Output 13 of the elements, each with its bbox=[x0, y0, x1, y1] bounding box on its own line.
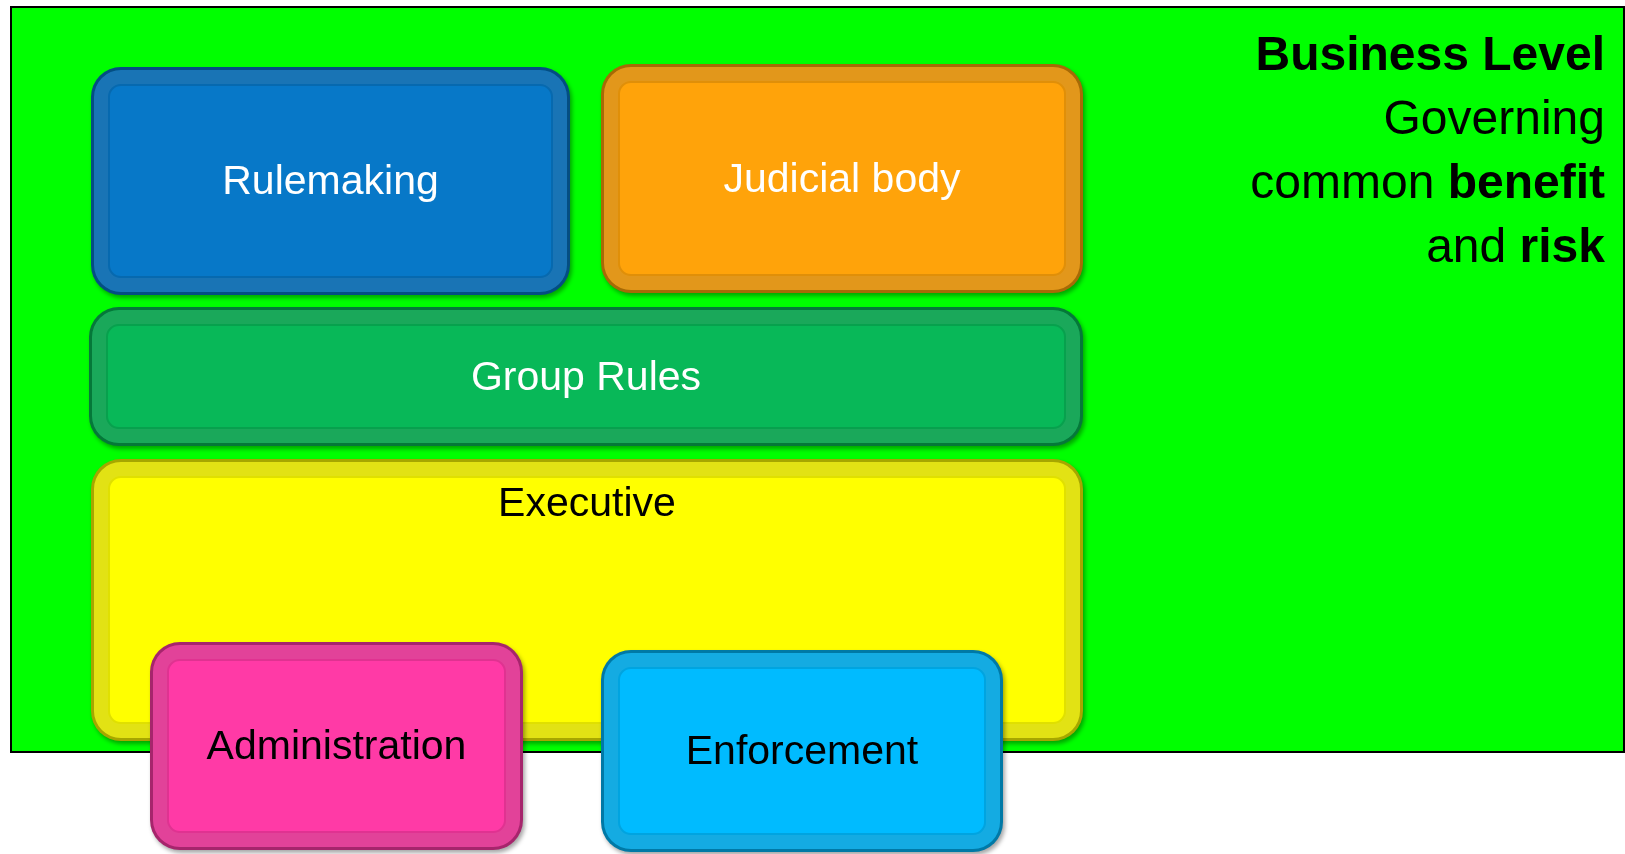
node-label: Enforcement bbox=[685, 728, 919, 774]
node-label: Executive bbox=[498, 480, 676, 526]
rounded-box bbox=[601, 64, 1083, 293]
rounded-box bbox=[150, 642, 523, 850]
panel-text: Governing common benefit and risk bbox=[1249, 90, 1605, 274]
rounded-box bbox=[91, 67, 570, 295]
panel-heading: Business Level bbox=[1254, 26, 1605, 82]
node-label: Administration bbox=[206, 723, 467, 769]
rounded-box bbox=[601, 650, 1003, 852]
node-label: Rulemaking bbox=[222, 158, 439, 204]
node-label: Judicial body bbox=[723, 155, 961, 202]
node-label: Group Rules bbox=[470, 353, 702, 400]
rounded-box bbox=[89, 307, 1083, 446]
